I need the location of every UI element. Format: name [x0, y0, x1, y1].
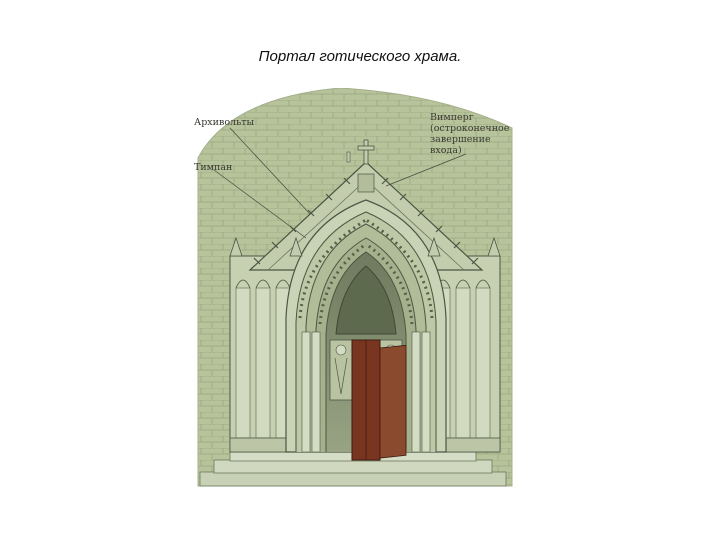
label-wimperg-line3: завершение — [430, 134, 509, 145]
label-wimperg-line2: (остроконечное — [430, 123, 509, 134]
label-wimperg-line1: Вимперг — [430, 112, 509, 123]
slide-title: Портал готического храма. — [0, 48, 720, 65]
label-tympanum: Тимпан — [194, 162, 232, 173]
label-wimperg: Вимперг (остроконечное завершение входа) — [430, 112, 509, 156]
label-archivolts: Архивольты — [194, 117, 254, 128]
door — [352, 340, 406, 460]
label-wimperg-line4: входа) — [430, 145, 509, 156]
